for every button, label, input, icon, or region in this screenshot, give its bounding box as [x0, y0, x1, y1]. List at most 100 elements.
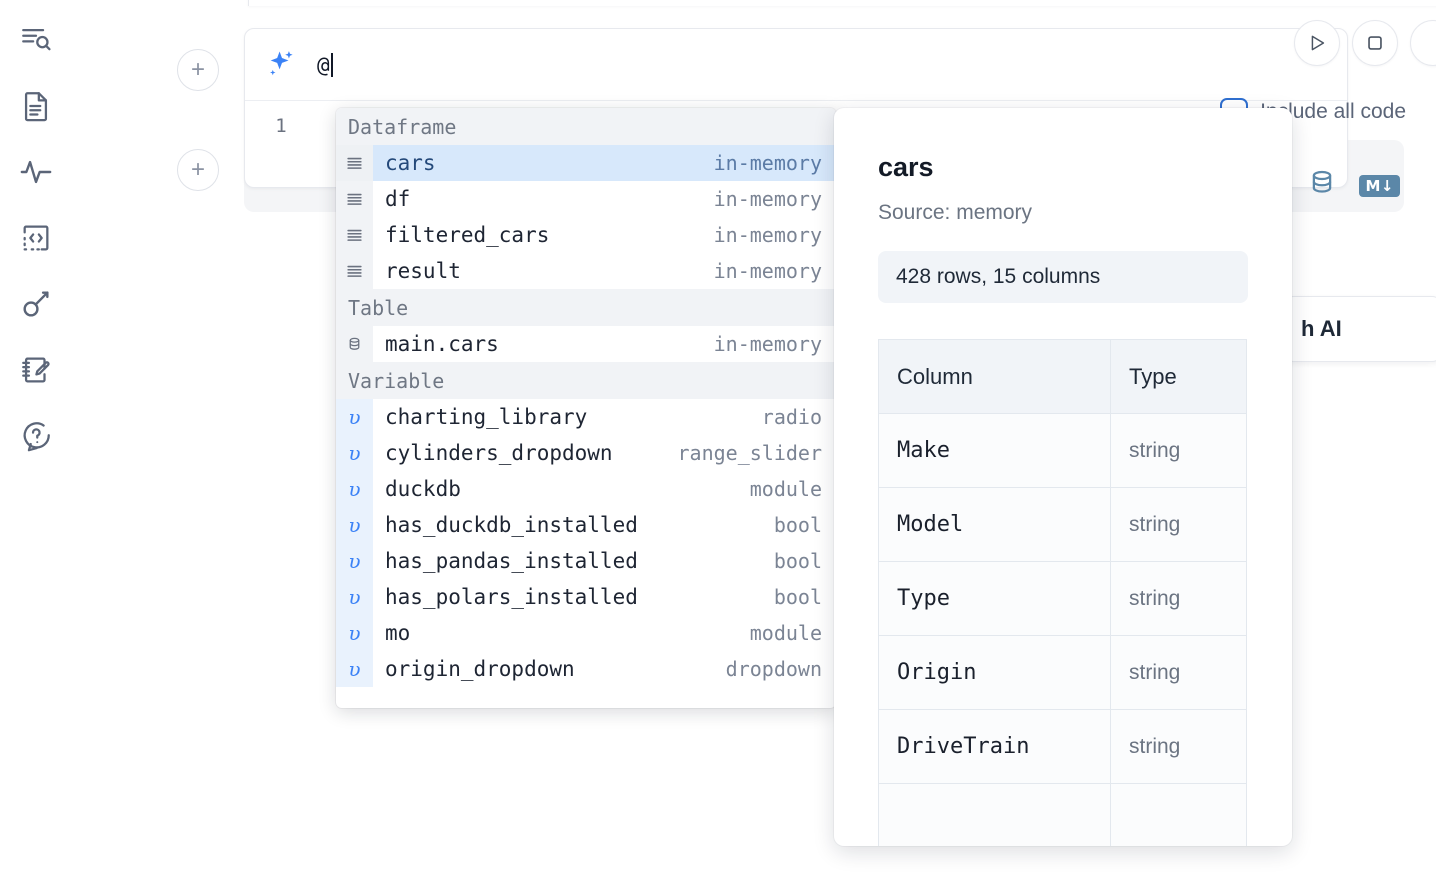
variable-icon: υ: [336, 615, 373, 651]
variable-icon: υ: [336, 579, 373, 615]
autocomplete-item[interactable]: filtered_cars in-memory: [336, 217, 836, 253]
markdown-badge-label: M: [1365, 176, 1381, 195]
dataframe-icon: [336, 181, 373, 217]
more-actions-button[interactable]: [1410, 20, 1436, 66]
autocomplete-item-label: cylinders_dropdown: [385, 441, 613, 465]
generate-with-ai-button[interactable]: h AI: [1284, 296, 1436, 362]
autocomplete-item-meta: module: [749, 477, 822, 501]
schema-column-type: string: [1110, 561, 1247, 636]
add-cell-plus-icon: +: [190, 156, 205, 183]
autocomplete-item[interactable]: υ has_duckdb_installed bool: [336, 507, 836, 543]
generate-with-ai-label: h AI: [1301, 316, 1342, 341]
include-all-code-label: Include all code: [1260, 100, 1406, 123]
autocomplete-item-meta: in-memory: [713, 259, 822, 283]
autocomplete-item-label: filtered_cars: [385, 223, 550, 247]
detail-source: Source: memory: [878, 201, 1033, 224]
scratchpad-icon[interactable]: [14, 348, 58, 392]
autocomplete-item[interactable]: main.cars in-memory: [336, 326, 836, 362]
line-number: 1: [275, 115, 287, 137]
markdown-icon[interactable]: M↓: [1359, 174, 1400, 197]
sparkle-ai-icon: [245, 48, 317, 82]
variable-icon: υ: [336, 651, 373, 687]
variable-icon: υ: [336, 435, 373, 471]
autocomplete-item-meta: bool: [773, 585, 822, 609]
schema-type-header: Type: [1110, 339, 1247, 414]
autocomplete-item-meta: bool: [773, 513, 822, 537]
schema-column-name: DriveTrain: [878, 709, 1111, 784]
run-controls: [1294, 20, 1436, 66]
autocomplete-item-label: cars: [385, 151, 436, 175]
autocomplete-item-meta: range_slider: [677, 441, 823, 465]
file-icon[interactable]: [14, 84, 58, 128]
secrets-key-icon[interactable]: [14, 282, 58, 326]
autocomplete-item-meta: radio: [761, 405, 822, 429]
run-button[interactable]: [1294, 20, 1340, 66]
add-cell-button-bottom[interactable]: +: [177, 149, 219, 191]
autocomplete-item[interactable]: υ has_polars_installed bool: [336, 579, 836, 615]
text-caret: [330, 52, 333, 77]
snippets-icon[interactable]: [14, 216, 58, 260]
autocomplete-item-label: has_pandas_installed: [385, 549, 638, 573]
stop-button[interactable]: [1352, 20, 1398, 66]
autocomplete-item-meta: bool: [773, 549, 822, 573]
variable-icon: υ: [336, 471, 373, 507]
schema-column-type: string: [1110, 635, 1247, 710]
autocomplete-item[interactable]: result in-memory: [336, 253, 836, 289]
autocomplete-item-label: origin_dropdown: [385, 657, 575, 681]
autocomplete-item-label: mo: [385, 621, 411, 645]
schema-column-name: Model: [878, 487, 1111, 562]
explore-icon[interactable]: [14, 18, 58, 62]
autocomplete-item-meta: in-memory: [713, 223, 822, 247]
autocomplete-item-label: main.cars: [385, 332, 499, 356]
detail-stats-badge: 428 rows, 15 columns: [878, 251, 1248, 303]
schema-column-name: Origin: [878, 635, 1111, 710]
database-icon: [336, 326, 373, 362]
autocomplete-section-header: Variable: [336, 362, 836, 399]
cell-output-icons: M↓: [1307, 168, 1400, 203]
schema-column-type: string: [1110, 487, 1247, 562]
autocomplete-item-label: has_duckdb_installed: [385, 513, 638, 537]
ai-prompt-row[interactable]: @: [245, 29, 1347, 101]
variable-icon: υ: [336, 507, 373, 543]
autocomplete-item-meta: in-memory: [713, 187, 822, 211]
schema-column-name: Make: [878, 413, 1111, 488]
dataframe-icon: [336, 217, 373, 253]
autocomplete-item-meta: module: [749, 621, 822, 645]
activity-icon[interactable]: [14, 150, 58, 194]
schema-table-row-partial: [878, 783, 1247, 846]
autocomplete-item-meta: in-memory: [713, 151, 822, 175]
help-icon[interactable]: [14, 414, 58, 458]
autocomplete-item-meta: dropdown: [725, 657, 822, 681]
dataframe-detail-panel: cars Source: memory 428 rows, 15 columns…: [834, 108, 1292, 846]
add-cell-plus-icon: +: [190, 56, 205, 83]
previous-cell-card: [248, 0, 1436, 6]
add-cell-button-top[interactable]: +: [177, 49, 219, 91]
ai-prompt-input[interactable]: @: [317, 52, 333, 77]
autocomplete-item-label: has_polars_installed: [385, 585, 638, 609]
schema-column-type: string: [1110, 413, 1247, 488]
dataframe-icon: [336, 145, 373, 181]
left-icon-rail: [0, 0, 72, 874]
autocomplete-item[interactable]: υ has_pandas_installed bool: [336, 543, 836, 579]
autocomplete-item[interactable]: υ cylinders_dropdown range_slider: [336, 435, 836, 471]
schema-column-name: [878, 783, 1111, 846]
autocomplete-item-label: result: [385, 259, 461, 283]
autocomplete-item[interactable]: cars in-memory: [336, 145, 836, 181]
schema-table-header-row: Column Type: [878, 339, 1247, 414]
autocomplete-item-meta: in-memory: [713, 332, 822, 356]
code-editor-row[interactable]: 1: [245, 101, 1347, 187]
variable-icon: υ: [336, 543, 373, 579]
autocomplete-item-label: duckdb: [385, 477, 461, 501]
autocomplete-item[interactable]: υ origin_dropdown dropdown: [336, 651, 836, 687]
database-icon[interactable]: [1307, 168, 1337, 203]
